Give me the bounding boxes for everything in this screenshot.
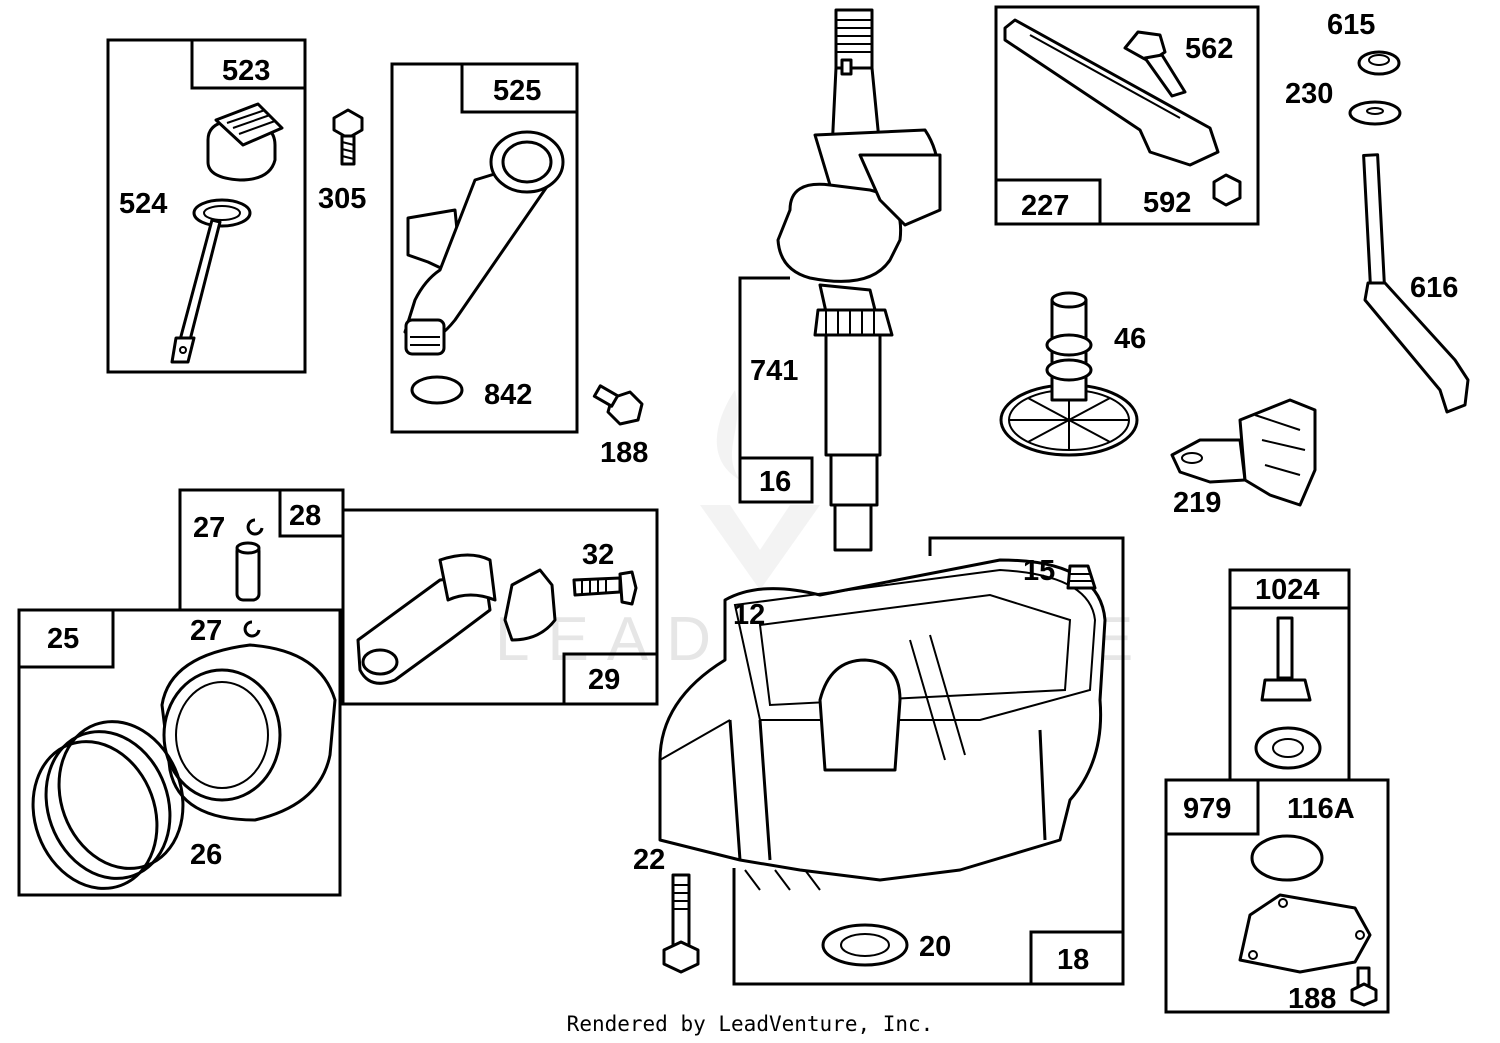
- label-230: 230: [1285, 78, 1333, 110]
- label-27-top: 27: [193, 512, 225, 544]
- label-979: 979: [1183, 793, 1231, 825]
- label-741: 741: [750, 355, 798, 387]
- label-12: 12: [733, 599, 765, 631]
- label-562: 562: [1185, 33, 1233, 65]
- plug-15-part: [1066, 564, 1097, 590]
- box-25: [17, 608, 342, 897]
- label-188-top: 188: [600, 437, 648, 469]
- box-227: [994, 5, 1260, 226]
- nut-592-part: [1212, 173, 1242, 207]
- label-32: 32: [582, 539, 614, 571]
- label-27-bottom: 27: [190, 615, 222, 647]
- clip-27b-part: [243, 620, 261, 638]
- washer-230-part: [1348, 100, 1402, 126]
- label-1024: 1024: [1255, 574, 1320, 606]
- label-219: 219: [1173, 487, 1221, 519]
- piston-rings-part: [31, 720, 185, 890]
- governor-219-part: [1170, 398, 1317, 507]
- box-525: [390, 62, 579, 434]
- camshaft-part: [999, 291, 1139, 457]
- piston-pin-28-part: [235, 541, 261, 602]
- label-525: 525: [493, 75, 541, 107]
- label-18: 18: [1057, 944, 1089, 976]
- engine-block-part: [658, 558, 1107, 891]
- oil-fill-tube-part: [403, 130, 565, 356]
- footer-credit: Rendered by LeadVenture, Inc.: [567, 1012, 934, 1036]
- box-979: [1164, 778, 1390, 1014]
- label-22: 22: [633, 844, 665, 876]
- oil-pump-1024-part: [1254, 616, 1322, 770]
- screw-188a-part: [592, 384, 644, 426]
- label-26: 26: [190, 839, 222, 871]
- label-305: 305: [318, 183, 366, 215]
- seal-20-part: [821, 923, 909, 967]
- bolt-305-part: [332, 108, 364, 166]
- connecting-rod-part: [356, 553, 557, 685]
- label-25: 25: [47, 623, 79, 655]
- bolt-32-part: [572, 570, 638, 606]
- watermark-logo: [700, 390, 820, 590]
- seal-615-part: [1357, 50, 1401, 76]
- box-523: [106, 38, 307, 374]
- bracket-227-part: [1003, 18, 1220, 167]
- gasket-842-part: [410, 375, 464, 405]
- label-616: 616: [1410, 272, 1458, 304]
- box-16: [738, 276, 814, 504]
- label-20: 20: [919, 931, 951, 963]
- label-28: 28: [289, 500, 321, 532]
- cover-116A-part: [1238, 893, 1372, 974]
- label-15: 15: [1023, 555, 1055, 587]
- label-29: 29: [588, 664, 620, 696]
- bolt-22-part: [662, 873, 700, 974]
- piston-part: [160, 643, 337, 822]
- label-116A: 116A: [1287, 793, 1355, 825]
- screw-188b-part: [1350, 966, 1378, 1007]
- label-524: 524: [119, 188, 167, 220]
- clip-27a-part: [246, 518, 264, 536]
- crankshaft-part: [776, 8, 942, 552]
- dipstick-part: [170, 102, 284, 364]
- label-842: 842: [484, 379, 532, 411]
- box-29: [341, 508, 659, 706]
- label-188-bottom: 188: [1288, 983, 1336, 1015]
- label-227: 227: [1021, 190, 1069, 222]
- label-615: 615: [1327, 9, 1375, 41]
- shaft-616-part: [1362, 153, 1470, 414]
- label-523: 523: [222, 55, 270, 87]
- label-16: 16: [759, 466, 791, 498]
- gasket-979-part: [1250, 834, 1324, 882]
- label-46: 46: [1114, 323, 1146, 355]
- label-592: 592: [1143, 187, 1191, 219]
- box-18: [732, 536, 1125, 986]
- bolt-562-part: [1123, 30, 1187, 98]
